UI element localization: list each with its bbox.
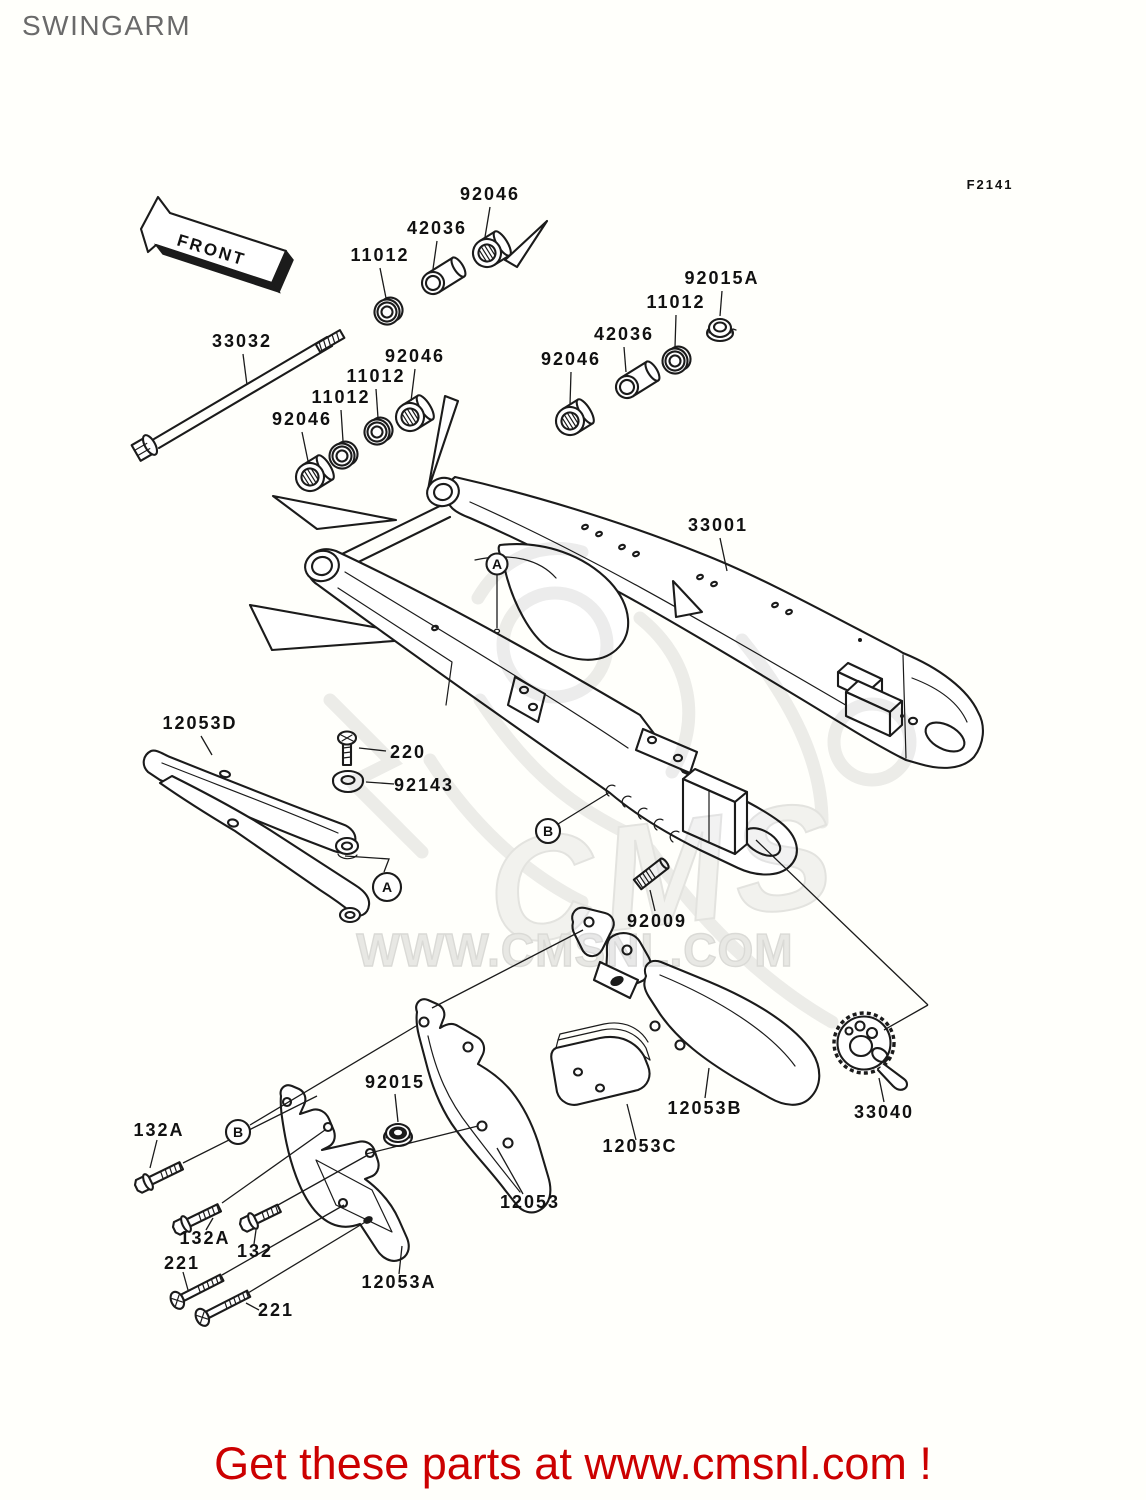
part-label-33032[interactable]: 33032 [212, 331, 272, 351]
guide-plate-12053b [643, 959, 821, 1106]
bearing-92046-mid-left [394, 394, 435, 433]
part-label-221-lower[interactable]: 221 [258, 1300, 294, 1320]
cmsnl-url-watermark: WWW.CMSNL.COM [356, 924, 793, 976]
part-number-labels: 92046 42036 11012 92015A 11012 42036 920… [133, 184, 914, 1320]
ref-marker-a-bottom-label: A [382, 879, 392, 895]
figure-code: F2141 [967, 177, 1014, 192]
bearing-92046-right [554, 398, 595, 437]
part-label-11012-right[interactable]: 11012 [646, 292, 705, 312]
ref-marker-b-bottom [224, 1118, 252, 1146]
screw-221-upper [169, 1273, 225, 1310]
part-label-92015[interactable]: 92015 [365, 1072, 425, 1092]
axle-33032 [130, 329, 346, 462]
part-label-12053[interactable]: 12053 [500, 1192, 560, 1212]
part-label-92046-low[interactable]: 92046 [272, 409, 332, 429]
cms-mascot-watermark [323, 542, 917, 1029]
seal-11012-right [661, 345, 692, 375]
sleeve-42036-right [614, 360, 661, 400]
ref-marker-b-bottom-label: B [233, 1124, 243, 1140]
cmsnl-watermark: CMS WWW.CMSNL.COM [323, 542, 917, 1029]
bolt-132a-upper [133, 1161, 185, 1194]
pointer-triangle-mid [271, 494, 398, 531]
part-label-92046-mid[interactable]: 92046 [385, 346, 445, 366]
front-direction-arrow: FRONT [139, 195, 294, 294]
screw-221-lower [194, 1289, 252, 1327]
bolt-220 [336, 730, 358, 767]
part-label-221-upper[interactable]: 221 [164, 1253, 200, 1273]
part-label-12053a[interactable]: 12053A [361, 1272, 436, 1292]
chain-guide-holder [571, 906, 652, 1000]
part-label-92009[interactable]: 92009 [627, 911, 687, 931]
ref-markers: A A B B [224, 552, 562, 1146]
seal-11012-low [328, 440, 359, 470]
part-label-92046-top[interactable]: 92046 [460, 184, 520, 204]
sprocket-33040 [832, 1011, 909, 1091]
part-label-11012-low[interactable]: 11012 [311, 387, 370, 407]
part-label-12053d[interactable]: 12053D [162, 713, 237, 733]
bolt-132 [238, 1203, 282, 1233]
part-label-11012-mid[interactable]: 11012 [346, 366, 405, 386]
bolt-132a-lower [171, 1203, 223, 1236]
sleeve-42036-top [420, 256, 467, 296]
seal-11012-top [373, 296, 404, 326]
part-label-42036-top[interactable]: 42036 [407, 218, 467, 238]
part-label-132a-upper[interactable]: 132A [133, 1120, 184, 1140]
part-label-92046-right[interactable]: 92046 [541, 349, 601, 369]
part-label-12053c[interactable]: 12053C [602, 1136, 677, 1156]
part-label-92015a[interactable]: 92015A [684, 268, 759, 288]
part-label-220[interactable]: 220 [390, 742, 426, 762]
nut-92015 [382, 1122, 414, 1148]
page-title: SWINGARM [22, 10, 192, 41]
bearing-92046-top [471, 230, 512, 269]
ref-marker-a-top [485, 552, 509, 576]
nut-92015a [705, 317, 737, 343]
inner-plate-12053a [279, 1084, 410, 1262]
pointer-triangle-top [503, 219, 549, 269]
bearing-92046-low-left [294, 454, 335, 493]
part-label-33040[interactable]: 33040 [854, 1102, 914, 1122]
seal-11012-mid [363, 416, 394, 446]
cmsnl-banner-link[interactable]: Get these parts at www.cmsnl.com ! [214, 1438, 932, 1489]
part-label-42036-right[interactable]: 42036 [594, 324, 654, 344]
ref-marker-b-top-label: B [543, 823, 553, 839]
leader-lines [149, 206, 929, 1311]
part-label-11012-top[interactable]: 11012 [350, 245, 409, 265]
part-label-12053b[interactable]: 12053B [667, 1098, 742, 1118]
ref-marker-a-top-label: A [492, 556, 502, 572]
part-label-33001[interactable]: 33001 [688, 515, 748, 535]
wear-pad-12053c [550, 1022, 651, 1106]
pointer-triangle-left [426, 394, 460, 492]
chain-slider-12053d [142, 749, 371, 924]
part-label-92143[interactable]: 92143 [394, 775, 454, 795]
part-label-132[interactable]: 132 [237, 1241, 273, 1261]
part-label-132a-lower[interactable]: 132A [179, 1228, 230, 1248]
pointer-triangle-lower [248, 603, 437, 652]
ref-marker-b-top [534, 817, 562, 845]
ref-marker-a-bottom [371, 871, 403, 903]
guide-bracket-12053 [415, 998, 552, 1214]
